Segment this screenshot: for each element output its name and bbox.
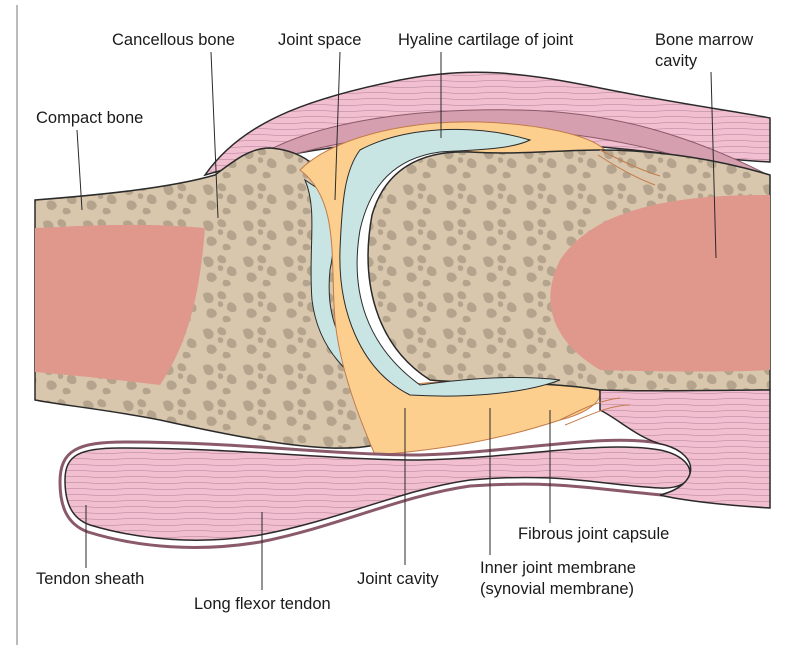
label-fibrous-capsule: Fibrous joint capsule	[518, 525, 669, 543]
label-cancellous-bone: Cancellous bone	[112, 31, 235, 49]
label-tendon-sheath: Tendon sheath	[36, 570, 144, 588]
label-bone-marrow-line1: Bone marrow	[655, 31, 753, 49]
label-bone-marrow-line2: cavity	[655, 52, 698, 70]
label-long-flexor-tendon: Long flexor tendon	[194, 595, 331, 613]
label-compact-bone: Compact bone	[36, 109, 143, 127]
label-inner-membrane-line1: Inner joint membrane	[480, 559, 636, 577]
label-joint-space: Joint space	[278, 31, 361, 49]
label-joint-cavity: Joint cavity	[357, 570, 439, 588]
label-hyaline-cartilage: Hyaline cartilage of joint	[398, 31, 574, 49]
label-inner-membrane-line2: (synovial membrane)	[480, 580, 634, 598]
anatomy-illustration	[35, 72, 770, 547]
